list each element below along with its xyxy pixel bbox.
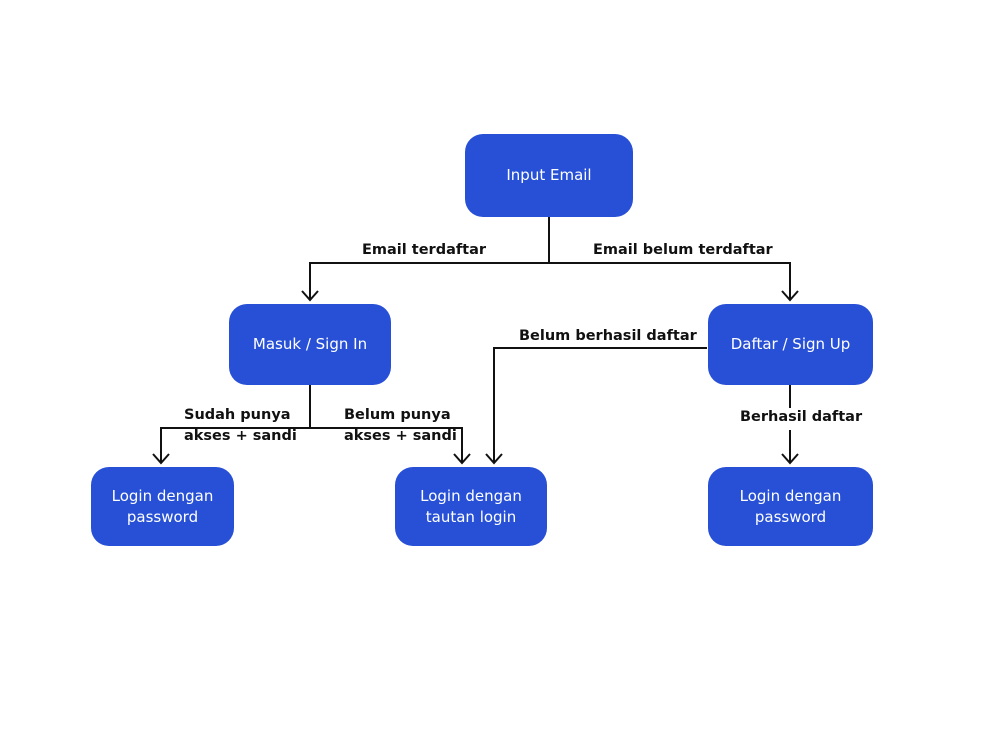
connector-to-login-tautan	[310, 427, 463, 462]
label-belum-punya-line-2: akses + sandi	[344, 428, 457, 444]
label-belum-berhasil-daftar-line-1: Belum berhasil daftar	[519, 328, 697, 344]
label-sudah-punya: Sudah punya akses + sandi	[184, 405, 297, 447]
node-daftar-sign-up-line-1: Daftar / Sign Up	[730, 335, 851, 353]
node-input-email-line-1: Input Email	[506, 166, 592, 184]
label-berhasil-daftar: Berhasil daftar	[740, 407, 862, 428]
node-login-password-left-line-1: Login dengan	[111, 486, 214, 505]
arrowhead-login-password-left	[152, 453, 170, 465]
node-login-tautan-line-1: Login dengan	[420, 486, 522, 505]
node-login-password-right: Login dengan password	[708, 467, 873, 546]
node-login-tautan: Login dengan tautan login	[395, 467, 547, 546]
label-email-terdaftar-line-1: Email terdaftar	[362, 242, 487, 258]
connector-to-masuk	[309, 262, 549, 299]
arrowhead-login-tautan-a	[453, 453, 471, 465]
connector-to-login-password-left	[160, 427, 310, 462]
arrowhead-masuk	[301, 290, 319, 302]
label-sudah-punya-line-1: Sudah punya	[184, 407, 291, 423]
node-login-tautan-line-2: tautan login	[425, 507, 517, 526]
label-sudah-punya-line-2: akses + sandi	[184, 428, 297, 444]
label-belum-berhasil-daftar: Belum berhasil daftar	[519, 326, 697, 347]
node-login-password-left-line-2: password	[126, 507, 199, 526]
label-belum-punya-line-1: Belum punya	[344, 407, 451, 423]
connector-to-daftar	[549, 262, 791, 299]
label-email-belum-terdaftar: Email belum terdaftar	[593, 240, 773, 261]
label-berhasil-daftar-line-1: Berhasil daftar	[740, 409, 863, 425]
node-login-password-left: Login dengan password	[91, 467, 234, 546]
arrowhead-login-password-right	[781, 453, 799, 465]
label-email-terdaftar: Email terdaftar	[362, 240, 486, 261]
label-email-belum-terdaftar-line-1: Email belum terdaftar	[593, 242, 773, 258]
node-input-email: Input Email	[465, 134, 633, 217]
arrowhead-login-tautan-b	[485, 453, 503, 465]
node-daftar-sign-up: Daftar / Sign Up	[708, 304, 873, 385]
node-masuk-sign-in-line-1: Masuk / Sign In	[252, 335, 368, 353]
node-masuk-sign-in: Masuk / Sign In	[229, 304, 391, 385]
label-belum-punya: Belum punya akses + sandi	[344, 405, 457, 447]
connector-daftar-to-tautan	[493, 347, 707, 462]
node-login-password-right-line-1: Login dengan	[739, 486, 842, 505]
node-login-password-right-line-2: password	[754, 507, 827, 526]
arrowhead-daftar	[781, 290, 799, 302]
